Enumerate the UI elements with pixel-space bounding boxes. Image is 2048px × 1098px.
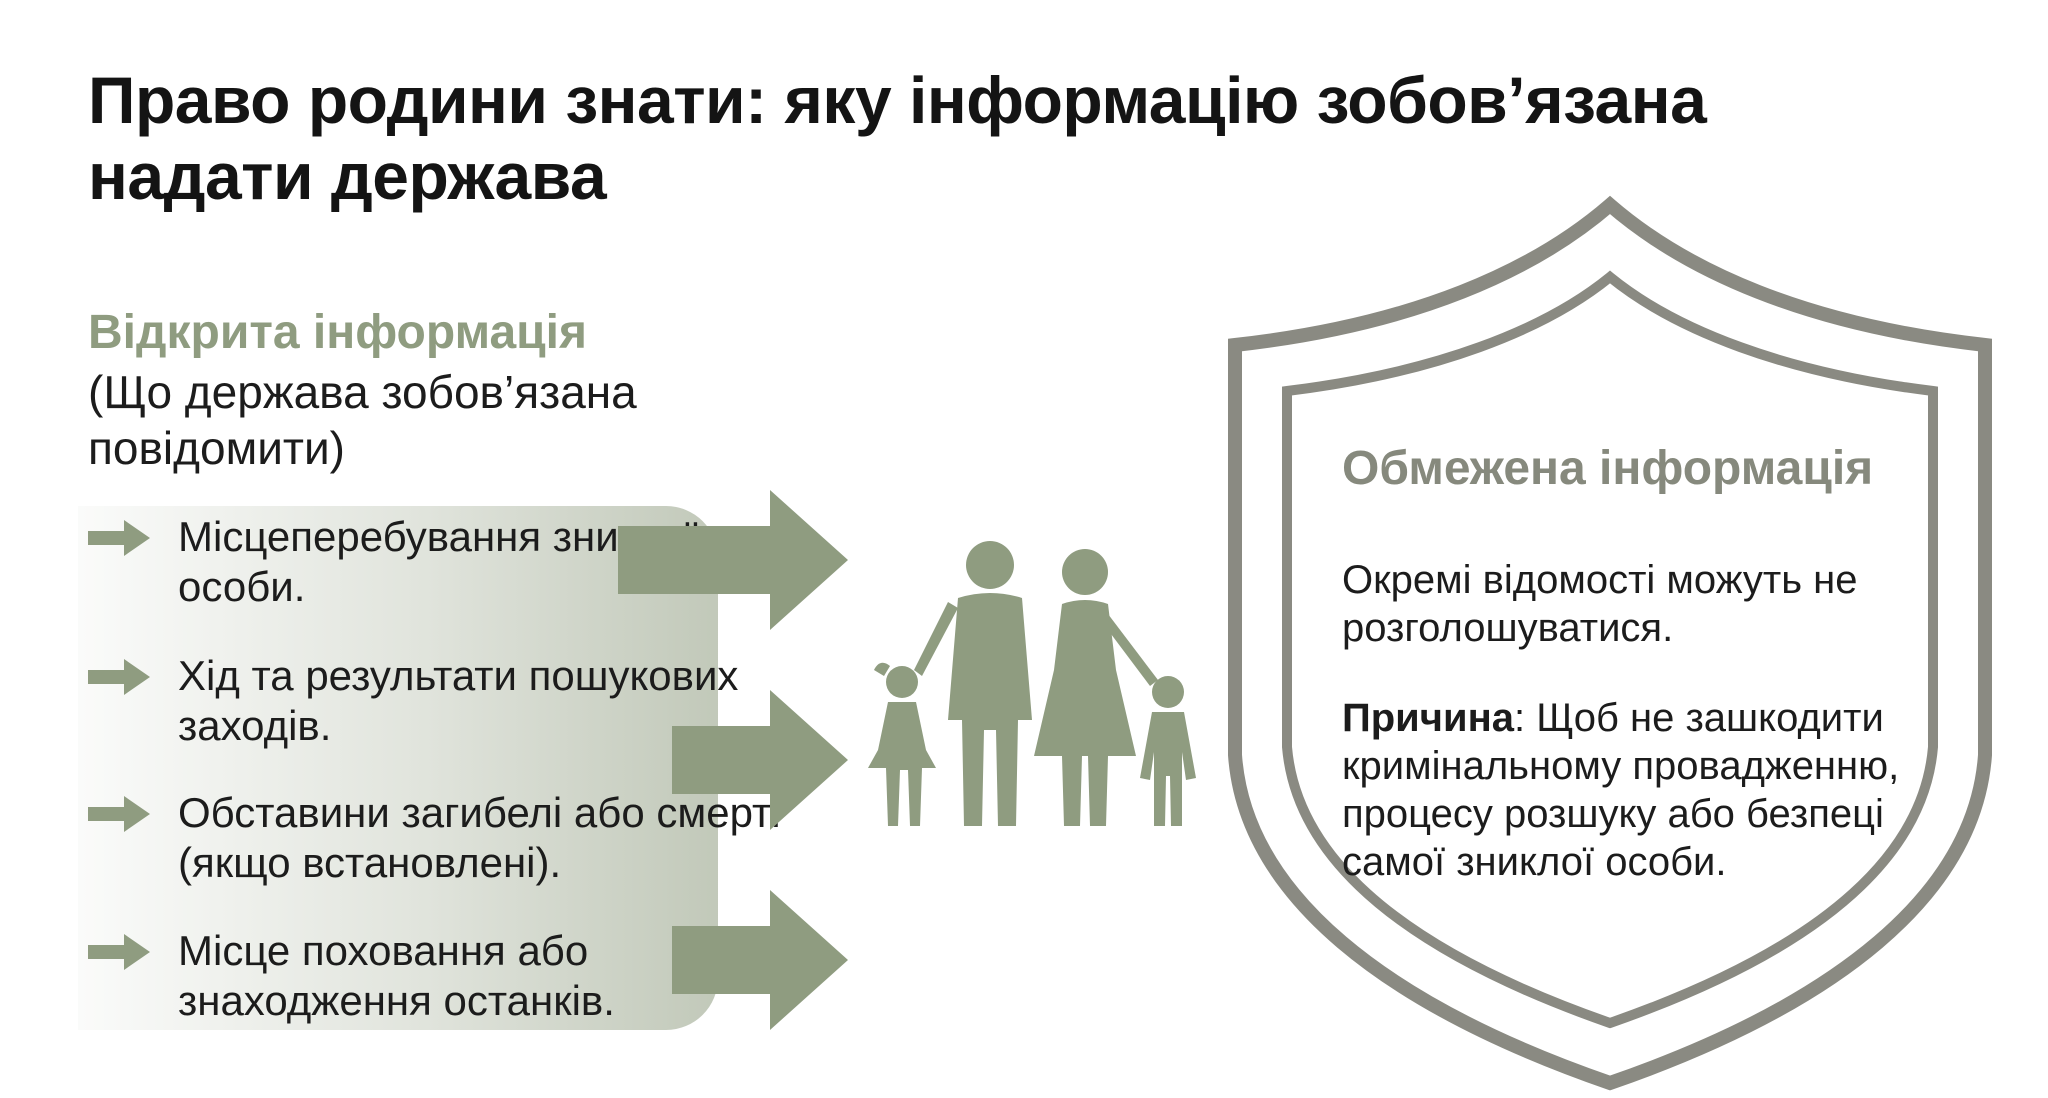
list-item: Обставини загибелі або смерті (якщо вста… — [88, 788, 788, 888]
restricted-info-heading: Обмежена інформація — [1342, 442, 1874, 495]
restricted-info-reason: Причина: Щоб не зашкодити кримінальному … — [1342, 694, 1982, 886]
open-info-heading: Відкрита інформація — [88, 306, 587, 359]
large-arrow-icon — [672, 690, 848, 830]
open-info-item-burial-place: Місце поховання або знаходження останків… — [178, 927, 615, 1024]
large-arrow-icon — [672, 890, 848, 1030]
reason-label: Причина — [1342, 696, 1514, 740]
arrow-bullet-icon — [88, 796, 150, 832]
list-item: Хід та результати пошукових заходів. — [88, 651, 788, 751]
page-title: Право родини знати: яку інформацію зобов… — [88, 63, 1707, 213]
arrow-bullet-icon — [88, 520, 150, 556]
list-item: Місце поховання або знаходження останків… — [88, 926, 788, 1026]
open-info-item-search-progress: Хід та результати пошукових заходів. — [178, 652, 739, 749]
open-info-panel — [78, 506, 718, 1030]
arrow-bullet-icon — [88, 659, 150, 695]
list-item: Місцеперебування зниклої особи. — [88, 512, 788, 612]
reason-text: : Щоб не зашкодити кримінальному провадж… — [1342, 696, 1900, 884]
shield-icon — [1228, 195, 1992, 1091]
open-info-item-death-circumstances: Обставини загибелі або смерті (якщо вста… — [178, 789, 781, 886]
family-icon — [868, 541, 1196, 826]
open-info-item-location: Місцеперебування зниклої особи. — [178, 513, 698, 610]
open-info-subheading: (Що держава зобов’язана повідомити) — [88, 366, 637, 474]
large-arrow-icon — [618, 490, 848, 630]
restricted-info-body: Окремі відомості можуть не розголошувати… — [1342, 558, 1858, 650]
arrow-bullet-icon — [88, 934, 150, 970]
